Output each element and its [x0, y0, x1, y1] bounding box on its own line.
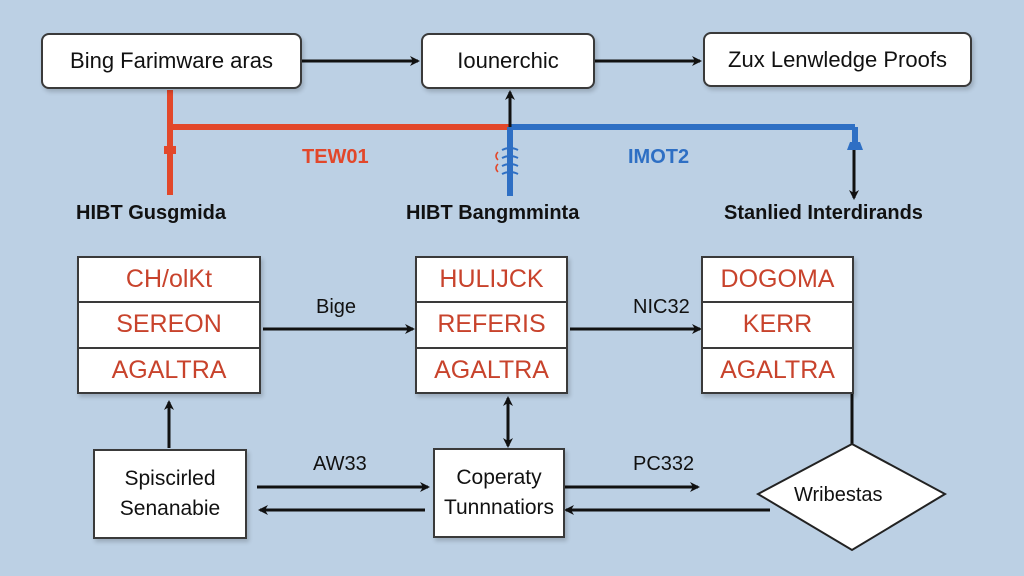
- node-bing-farimware-label: Bing Farimware aras: [70, 48, 273, 73]
- edge-label-pc332: PC332: [633, 453, 695, 475]
- node-coperaty-line2: Tunnnatiors: [443, 496, 555, 519]
- edge-label-aw33: AW33: [313, 453, 367, 475]
- node-iounerchic-label: Iounerchic: [457, 48, 559, 73]
- label-stanlied-interdirands: Stanlied Interdirands: [724, 202, 923, 224]
- node-coperaty-line1: Coperaty: [456, 466, 542, 489]
- table-cell: CH/olKt: [79, 258, 259, 304]
- table-cell: AGALTRA: [111, 355, 227, 384]
- node-spiscirled-line2: Senanabie: [119, 497, 221, 520]
- node-coperaty-tunnnatiors[interactable]: Coperaty Tunnnatiors: [433, 448, 565, 538]
- node-iounerchic[interactable]: Iounerchic: [421, 33, 595, 89]
- branch-label-red: TEW01: [302, 146, 369, 168]
- table-node-3[interactable]: DOGOMA KERR AGALTRA: [701, 256, 854, 394]
- branch-label-blue: IMOT2: [628, 146, 690, 168]
- blue-branch-right-cap: [847, 142, 863, 150]
- node-spiscirled-line1: Spiscirled: [124, 467, 216, 490]
- table-cell: AGALTRA: [720, 355, 835, 384]
- table-cell: DOGOMA: [703, 258, 852, 304]
- table-cell: REFERIS: [417, 303, 566, 349]
- table-cell: HULIJCK: [417, 258, 566, 304]
- node-spiscirled-senanabie[interactable]: Spiscirled Senanabie: [93, 449, 247, 539]
- table-cell: AGALTRA: [434, 355, 549, 384]
- table-node-2[interactable]: HULIJCK REFERIS AGALTRA: [415, 256, 568, 394]
- label-hibt-bangmminta: HIBT Bangmminta: [406, 202, 580, 224]
- node-zux-lenwledge-proofs-label: Zux Lenwledge Proofs: [728, 46, 947, 72]
- label-hibt-gusgmida: HIBT Gusgmida: [76, 202, 227, 224]
- decision-diamond: [755, 442, 948, 552]
- table-cell: SEREON: [79, 303, 259, 349]
- red-branch-coil: [495, 151, 499, 173]
- blue-branch-coil: [501, 147, 519, 175]
- edge-label-nic32: NIC32: [633, 296, 690, 318]
- node-zux-lenwledge-proofs[interactable]: Zux Lenwledge Proofs: [703, 32, 972, 87]
- edge-label-bige: Bige: [316, 296, 357, 318]
- decision-diamond-label: Wribestas: [794, 484, 883, 506]
- table-node-1[interactable]: CH/olKt SEREON AGALTRA: [77, 256, 261, 394]
- red-branch-joint: [164, 146, 176, 154]
- node-bing-farimware[interactable]: Bing Farimware aras: [41, 33, 302, 89]
- table-cell: KERR: [703, 303, 852, 349]
